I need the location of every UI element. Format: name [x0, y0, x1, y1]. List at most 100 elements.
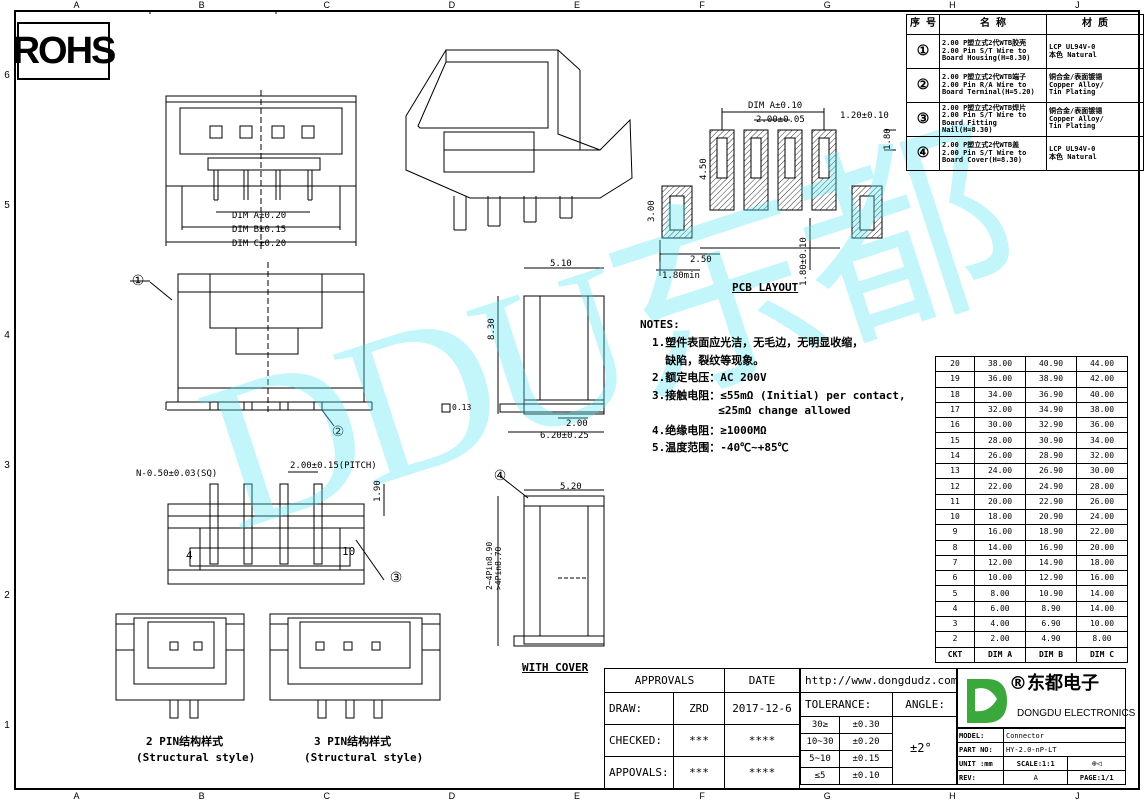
three-pin-label-en: (Structural style): [304, 751, 424, 764]
column-label: H: [949, 0, 956, 10]
dimension-cell: 16: [935, 417, 975, 434]
tolerance-value: ±0.30: [839, 716, 893, 734]
bom-material-line: Tin Plating: [1049, 88, 1096, 97]
pcb-distance: 1.80±0.10: [799, 237, 809, 286]
dimension-cell: 36.90: [1025, 386, 1077, 403]
dimension-cell: 15: [935, 432, 975, 449]
tolerance-row: ≤5±0.10: [800, 767, 958, 785]
tolerance-row: 30≥±0.30: [800, 716, 959, 785]
appovals-label: APPOVALS:: [604, 756, 674, 789]
front-view-top: [165, 90, 357, 250]
bom-material-line: 本色 Natural: [1049, 152, 1097, 161]
row-label: 6: [4, 69, 10, 81]
dimension-cell: 14.00: [1076, 585, 1128, 602]
dimension-cell: 38.90: [1025, 371, 1077, 388]
pcb-title: PCB LAYOUT: [732, 281, 799, 294]
pin-right-number: 10: [342, 545, 356, 558]
dimension-cell: 14.90: [1025, 554, 1077, 572]
callout-2: ②: [332, 424, 345, 440]
projection-icon: ⊕◁: [1067, 756, 1126, 771]
dimension-cell: 30.00: [1076, 463, 1128, 480]
front-view-body: [149, 262, 373, 427]
dimension-cell: 28.00: [1076, 478, 1128, 495]
cover-view: [497, 475, 605, 647]
bom-header-material: 材 质: [1046, 14, 1144, 35]
column-label: B: [198, 0, 205, 10]
pin-height-label: 1.90: [373, 480, 383, 502]
column-label: A: [73, 0, 80, 10]
dimension-cell: 24.00: [974, 463, 1026, 480]
dimension-cell: 34.00: [974, 386, 1026, 403]
dimension-cell: 42.00: [1076, 371, 1128, 388]
column-label: D: [448, 0, 456, 10]
two-pin-style: [115, 613, 245, 719]
dimension-cell: 16.90: [1025, 539, 1077, 556]
bom-name-line: Board Cover(H=8.30): [942, 156, 1023, 165]
dim-a-label: DIM A±0.20: [232, 211, 287, 221]
column-label: C: [323, 791, 331, 801]
dim-b-label: DIM B±0.15: [232, 225, 287, 235]
callout-3: ③: [390, 570, 403, 586]
dimension-cell: 38.00: [1076, 401, 1128, 419]
dimension-cell: 22.00: [974, 478, 1026, 495]
dimension-cell: 30.90: [1025, 432, 1077, 449]
side-pin-label: 2.00: [566, 419, 588, 429]
dimension-cell: 5: [935, 585, 975, 602]
dimension-cell: 16.00: [974, 524, 1026, 541]
dimension-cell: 28.90: [1025, 447, 1077, 465]
tolerance-range: 5~10: [800, 750, 840, 768]
dimension-cell: 44.00: [1076, 355, 1128, 373]
column-label: G: [823, 791, 831, 801]
three-pin-style: [269, 613, 441, 719]
draw-date: 2017-12-6: [724, 692, 800, 725]
bom-number: ②: [906, 68, 940, 103]
dimension-cell: 20.90: [1025, 508, 1077, 526]
bom-header-name: 名 称: [939, 14, 1047, 35]
dimension-cell: 4: [935, 600, 975, 618]
tolerance-row: 5~10±0.15: [800, 750, 958, 768]
rev-label: REV:: [956, 770, 1004, 785]
dimension-cell: 6.00: [974, 600, 1026, 618]
isometric-view: [405, 49, 633, 231]
bom-material-line: Tin Plating: [1049, 122, 1096, 131]
bom-material-line: LCP UL94V-0: [1049, 145, 1096, 154]
appovals-by: ***: [673, 756, 725, 789]
bom-name-line: 2.00 Pin R/A Wire to: [942, 80, 1027, 89]
tolerance-label: TOLERANCE:: [800, 692, 893, 717]
dimension-cell: 22.90: [1025, 493, 1077, 510]
column-label: C: [323, 0, 331, 10]
bom-material-line: LCP UL94V-0: [1049, 43, 1096, 52]
dimension-cell: 26.00: [974, 447, 1026, 465]
dimension-cell: 12.00: [974, 554, 1026, 572]
dimension-cell: 2.00: [974, 631, 1026, 648]
row-label: 3: [4, 459, 10, 471]
dimension-cell: 17: [935, 401, 975, 419]
dimension-cell: 8.90: [1025, 600, 1077, 618]
dimension-cell: 8.00: [1076, 631, 1128, 648]
dimension-cell: 4.90: [1025, 631, 1077, 648]
dimension-cell: 7: [935, 554, 975, 572]
three-pin-label: 3 PIN结构样式: [314, 735, 392, 748]
side-width-label: 5.10: [550, 259, 572, 269]
column-label: G: [823, 0, 831, 10]
dimension-cell: 34.90: [1025, 401, 1077, 419]
pcb-layout: [656, 108, 896, 276]
dimension-cell: 20: [935, 355, 975, 373]
dimension-cell: 2: [935, 631, 975, 648]
dimension-cell: 12: [935, 478, 975, 495]
